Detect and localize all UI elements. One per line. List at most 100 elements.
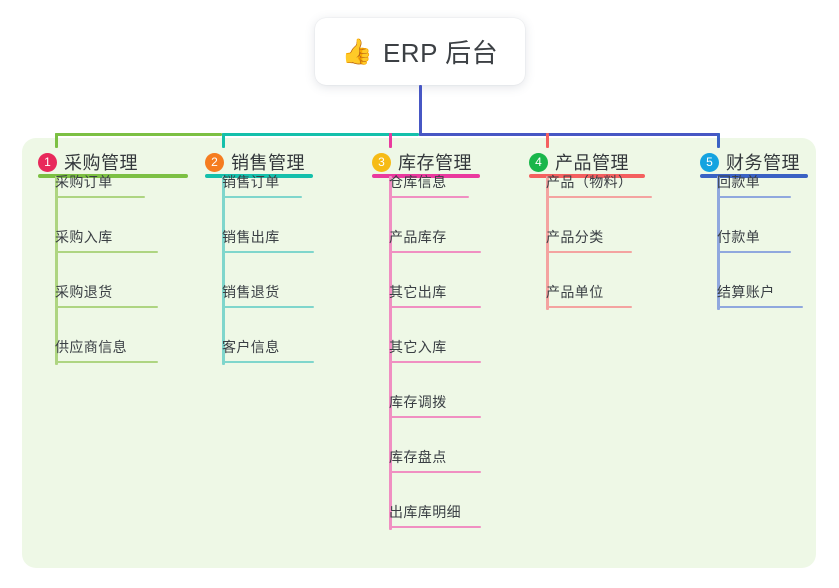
leaf-item[interactable]: 回款单 (700, 170, 794, 198)
leaf-item[interactable]: 销售退货 (205, 280, 317, 308)
leaf-item-label: 销售退货 (222, 284, 280, 300)
leaf-item[interactable]: 仓库信息 (372, 170, 472, 198)
leaf-item-underline (389, 361, 481, 363)
branch-spine-2 (222, 176, 225, 365)
leaf-item[interactable]: 其它入库 (372, 335, 484, 363)
leaf-item[interactable]: 产品库存 (372, 225, 484, 253)
leaf-item[interactable]: 销售订单 (205, 170, 305, 198)
branch-underline-2 (205, 174, 313, 178)
leaf-item-underline (546, 196, 652, 198)
branch-title-2: 销售管理 (231, 153, 305, 173)
leaf-item-label: 产品库存 (389, 229, 447, 245)
leaf-item[interactable]: 采购退货 (38, 280, 161, 308)
branch-underline-5 (700, 174, 808, 178)
leaf-item[interactable]: 结算账户 (700, 280, 806, 308)
branch-drop-3 (389, 133, 392, 148)
leaf-item[interactable]: 其它出库 (372, 280, 484, 308)
leaf-item-label: 结算账户 (717, 284, 775, 300)
leaf-item-underline (546, 306, 632, 308)
leaf-item-label: 回款单 (717, 174, 761, 190)
branch-drop-5 (717, 133, 720, 148)
leaf-item-label: 产品单位 (546, 284, 604, 300)
branch-number-badge-4: 4 (529, 152, 548, 172)
branch-header-5[interactable]: 5 财务管理 (700, 149, 800, 175)
branch-number-badge-3: 3 (372, 152, 391, 172)
thumbs-up-icon: 👍 (341, 37, 373, 66)
leaf-item-underline (222, 361, 314, 363)
leaf-item-label: 销售出库 (222, 229, 280, 245)
leaf-item[interactable]: 产品分类 (529, 225, 635, 253)
bus-segment-1 (55, 133, 222, 136)
leaf-item-label: 库存盘点 (389, 449, 447, 465)
leaf-item-label: 采购退货 (55, 284, 113, 300)
leaf-item[interactable]: 付款单 (700, 225, 794, 253)
branch-title-1: 采购管理 (64, 153, 138, 173)
leaf-item-label: 客户信息 (222, 339, 280, 355)
leaf-item-underline (389, 251, 481, 253)
leaf-item[interactable]: 供应商信息 (38, 335, 161, 363)
leaf-item-label: 采购订单 (55, 174, 113, 190)
leaf-item[interactable]: 出库库明细 (372, 500, 484, 528)
leaf-item-underline (389, 416, 481, 418)
leaf-item-label: 供应商信息 (55, 339, 127, 355)
leaf-item-label: 仓库信息 (389, 174, 447, 190)
leaf-item-label: 库存调拨 (389, 394, 447, 410)
leaf-item-underline (55, 361, 158, 363)
root-trunk-line (419, 85, 422, 136)
leaf-item-underline (55, 306, 158, 308)
leaf-item[interactable]: 销售出库 (205, 225, 317, 253)
bus-segment-2 (222, 133, 419, 136)
branch-spine-1 (55, 176, 58, 365)
branch-spine-5 (717, 176, 720, 310)
leaf-item[interactable]: 采购入库 (38, 225, 161, 253)
branch-header-3[interactable]: 3 库存管理 (372, 149, 472, 175)
branch-drop-2 (222, 133, 225, 148)
branch-number-badge-2: 2 (205, 152, 224, 172)
leaf-item-underline (222, 196, 302, 198)
leaf-item[interactable]: 产品单位 (529, 280, 635, 308)
leaf-item-underline (389, 471, 481, 473)
leaf-item-underline (717, 251, 791, 253)
leaf-item[interactable]: 库存调拨 (372, 390, 484, 418)
branch-underline-3 (372, 174, 480, 178)
leaf-item-underline (55, 251, 158, 253)
branch-header-1[interactable]: 1 采购管理 (38, 149, 138, 175)
leaf-item[interactable]: 库存盘点 (372, 445, 484, 473)
leaf-item-label: 付款单 (717, 229, 761, 245)
bus-segment-3 (419, 133, 720, 136)
branch-underline-4 (529, 174, 645, 178)
leaf-item-underline (389, 306, 481, 308)
branch-number-badge-1: 1 (38, 152, 57, 172)
root-node-card[interactable]: 👍 ERP 后台 (315, 18, 525, 85)
leaf-item-label: 产品分类 (546, 229, 604, 245)
leaf-item-underline (546, 251, 632, 253)
leaf-item[interactable]: 客户信息 (205, 335, 317, 363)
leaf-item-underline (389, 196, 469, 198)
branch-title-5: 财务管理 (726, 153, 800, 173)
root-node-title: ERP 后台 (382, 38, 499, 68)
leaf-item[interactable]: 产品（物料） (529, 170, 655, 198)
leaf-item-label: 出库库明细 (389, 504, 461, 520)
leaf-item-underline (717, 306, 803, 308)
branch-underline-1 (38, 174, 188, 178)
leaf-item-label: 产品（物料） (546, 174, 633, 190)
leaf-item-label: 销售订单 (222, 174, 280, 190)
leaf-item-label: 采购入库 (55, 229, 113, 245)
branch-number-badge-5: 5 (700, 152, 719, 172)
leaf-item-underline (222, 251, 314, 253)
leaf-item-label: 其它入库 (389, 339, 447, 355)
leaf-item-label: 其它出库 (389, 284, 447, 300)
branch-drop-1 (55, 133, 58, 148)
leaf-item-underline (55, 196, 145, 198)
branches-panel (22, 138, 816, 568)
leaf-item-underline (222, 306, 314, 308)
branch-header-2[interactable]: 2 销售管理 (205, 149, 305, 175)
branch-drop-4 (546, 133, 549, 148)
branch-title-3: 库存管理 (398, 153, 472, 173)
root-node-content: 👍 ERP 后台 (342, 33, 498, 70)
leaf-item[interactable]: 采购订单 (38, 170, 148, 198)
branch-spine-3 (389, 176, 392, 530)
leaf-item-underline (389, 526, 481, 528)
